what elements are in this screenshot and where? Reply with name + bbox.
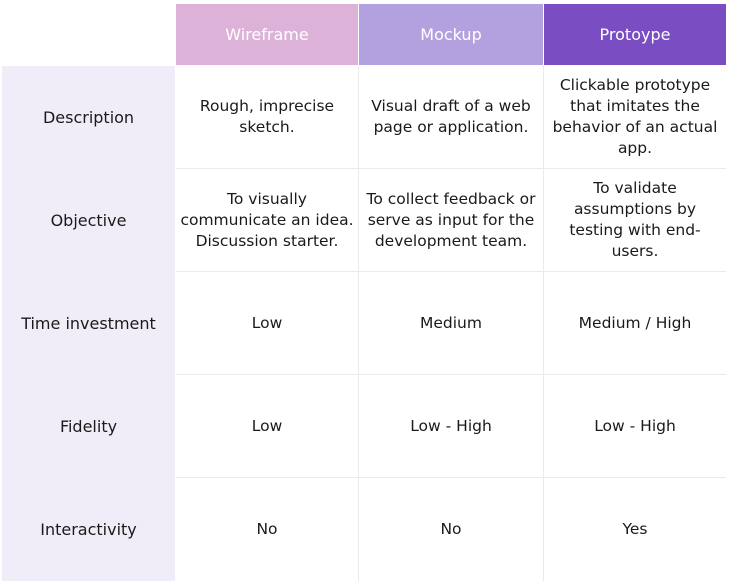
- column-header-wireframe: Wireframe: [176, 4, 358, 65]
- table-cell: Medium / High: [578, 313, 692, 332]
- table-cell: Visual draft of a web page or applicatio…: [371, 97, 531, 136]
- table-cell: To validate assumptions by testing with …: [569, 179, 701, 260]
- column-header-prototype: Protoype: [544, 4, 726, 65]
- row-label-column: [2, 66, 175, 581]
- table-cell: Low - High: [594, 416, 676, 435]
- table-cell: Yes: [622, 519, 648, 538]
- table-cell: Rough, imprecise sketch.: [199, 97, 335, 136]
- table-cell: Low: [251, 313, 283, 332]
- table-cell: Low - High: [410, 416, 492, 435]
- row-divider: [176, 168, 726, 169]
- row-label-fidelity: Fidelity: [59, 416, 118, 436]
- table-cell: To collect feedback or serve as input fo…: [366, 189, 536, 250]
- table-cell: Low: [251, 416, 283, 435]
- table-cell: No: [256, 519, 278, 538]
- column-divider: [358, 66, 359, 581]
- row-divider: [176, 271, 726, 272]
- column-header-mockup: Mockup: [359, 4, 543, 65]
- table-cell: Medium: [420, 313, 482, 332]
- row-label-time-investment: Time investment: [21, 313, 156, 333]
- row-divider: [176, 477, 726, 478]
- row-divider: [176, 374, 726, 375]
- table-cell: No: [440, 519, 462, 538]
- table-cell: To visually communicate an idea. Discuss…: [180, 189, 354, 250]
- table-cell: Clickable prototype that imitates the be…: [552, 76, 718, 157]
- row-label-interactivity: Interactivity: [40, 519, 137, 539]
- row-label-objective: Objective: [50, 210, 127, 230]
- column-divider: [543, 66, 544, 581]
- row-label-description: Description: [42, 107, 135, 127]
